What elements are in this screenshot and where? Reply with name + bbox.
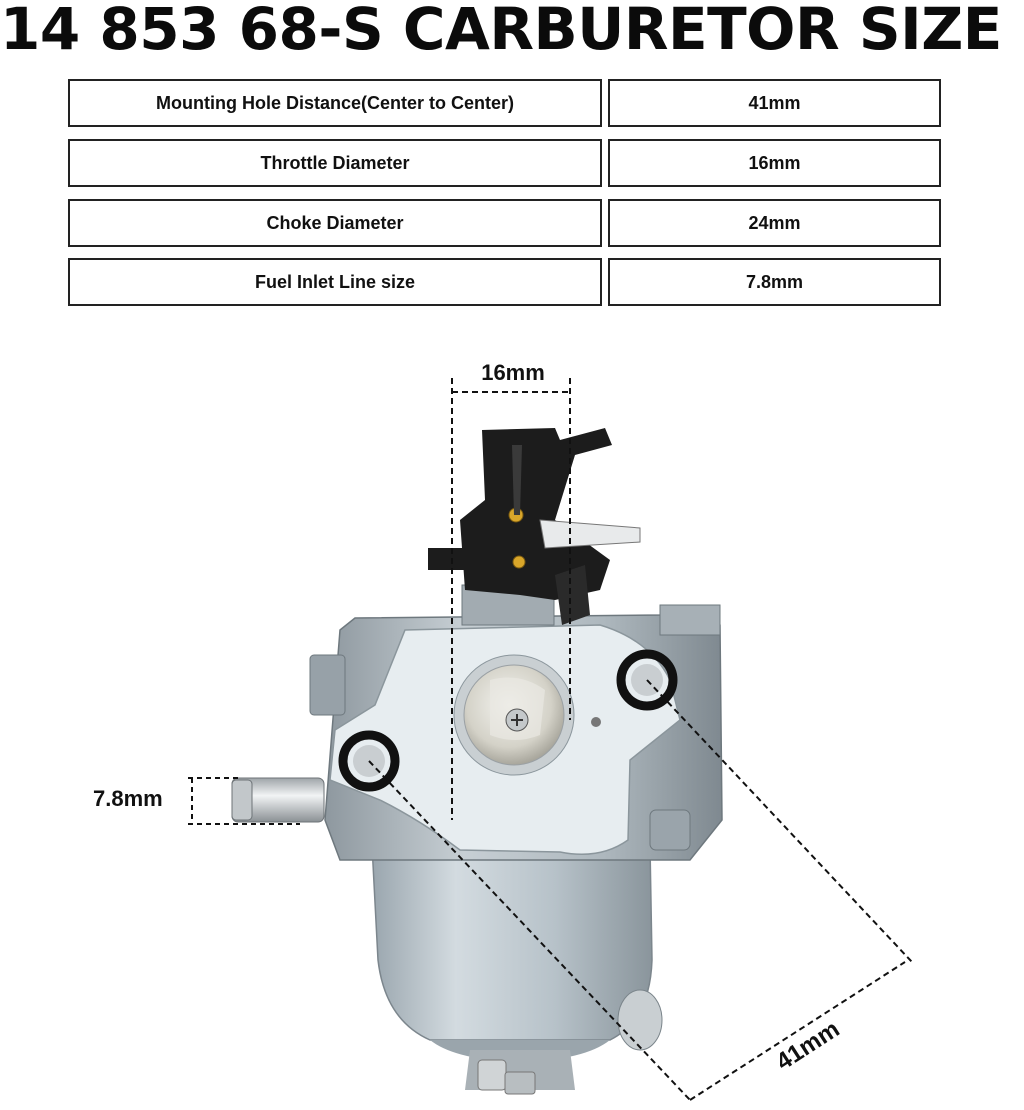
spec-label: Mounting Hole Distance(Center to Center) [68, 79, 602, 127]
spec-value: 7.8mm [608, 258, 941, 306]
fuel-inlet-dimension-label: 7.8mm [93, 786, 163, 811]
spec-row-throttle: Throttle Diameter 16mm [68, 139, 941, 191]
spec-value: 24mm [608, 199, 941, 247]
choke-lever [428, 428, 641, 626]
mounting-hole-dimension [368, 679, 913, 1101]
fuel-inlet-dimension [188, 777, 300, 825]
spec-label: Throttle Diameter [68, 139, 602, 187]
page-title: 14 853 68-S CARBURETOR SIZE [0, 0, 1002, 63]
spec-label: Fuel Inlet Line size [68, 258, 602, 306]
mounting-hole-dimension-label: 41mm [771, 1015, 844, 1075]
float-bowl [371, 844, 663, 1095]
mounting-flange [329, 624, 681, 855]
throttle-dimension [451, 378, 571, 820]
fuel-inlet-tube [231, 777, 325, 823]
spec-row-choke: Choke Diameter 24mm [68, 199, 941, 251]
spec-row-fuel-inlet: Fuel Inlet Line size 7.8mm [68, 258, 941, 310]
spec-value: 16mm [608, 139, 941, 187]
spec-value: 41mm [608, 79, 941, 127]
spec-row-mounting-hole: Mounting Hole Distance(Center to Center)… [68, 79, 941, 131]
spec-label: Choke Diameter [68, 199, 602, 247]
throttle-dimension-label: 16mm [481, 360, 545, 385]
